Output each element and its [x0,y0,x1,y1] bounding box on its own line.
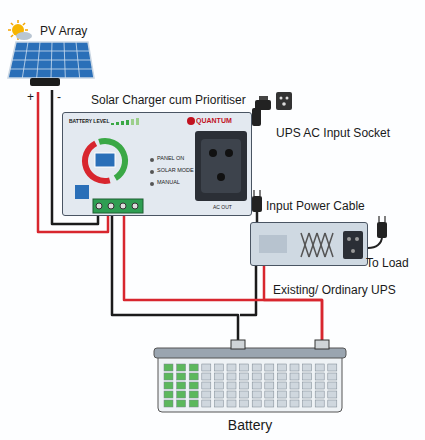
terminal-sign: - [57,90,61,104]
battery: Battery [150,340,350,414]
negative-wire [240,266,256,315]
indicator-label: PANEL ON [157,155,184,161]
node-heading: Solar Charger cum Prioritiser [91,93,246,107]
socket-label: AC OUT [213,204,232,210]
load-plug [368,216,387,248]
indicator-label: MANUAL [157,179,180,185]
ups-box: Existing/ Ordinary UPS [250,222,368,266]
charger-unit: Solar Charger cum PrioritiserBATTERY LEV… [62,112,252,216]
node-heading: Battery [150,417,350,433]
charger-unit-figure [63,113,253,217]
callout-label: Input Power Cable [266,199,365,213]
callout-label: UPS AC Input Socket [276,126,390,140]
negative-wire [112,216,238,346]
positive-wire [264,266,322,346]
indicator-label: SOLAR MODE [157,167,194,173]
terminal-sign: + [27,90,34,104]
battery-figure [150,340,350,414]
callout-label: To Load [366,256,409,270]
panel-text: BATTERY LEVEL [69,118,109,124]
ups-box-figure [251,223,369,267]
pv-array: PV Array [4,18,96,92]
node-heading: PV Array [40,24,87,38]
input-cable-plug [252,190,262,222]
node-heading: Existing/ Ordinary UPS [273,283,396,297]
brand-logo: QUANTUM [196,117,232,124]
